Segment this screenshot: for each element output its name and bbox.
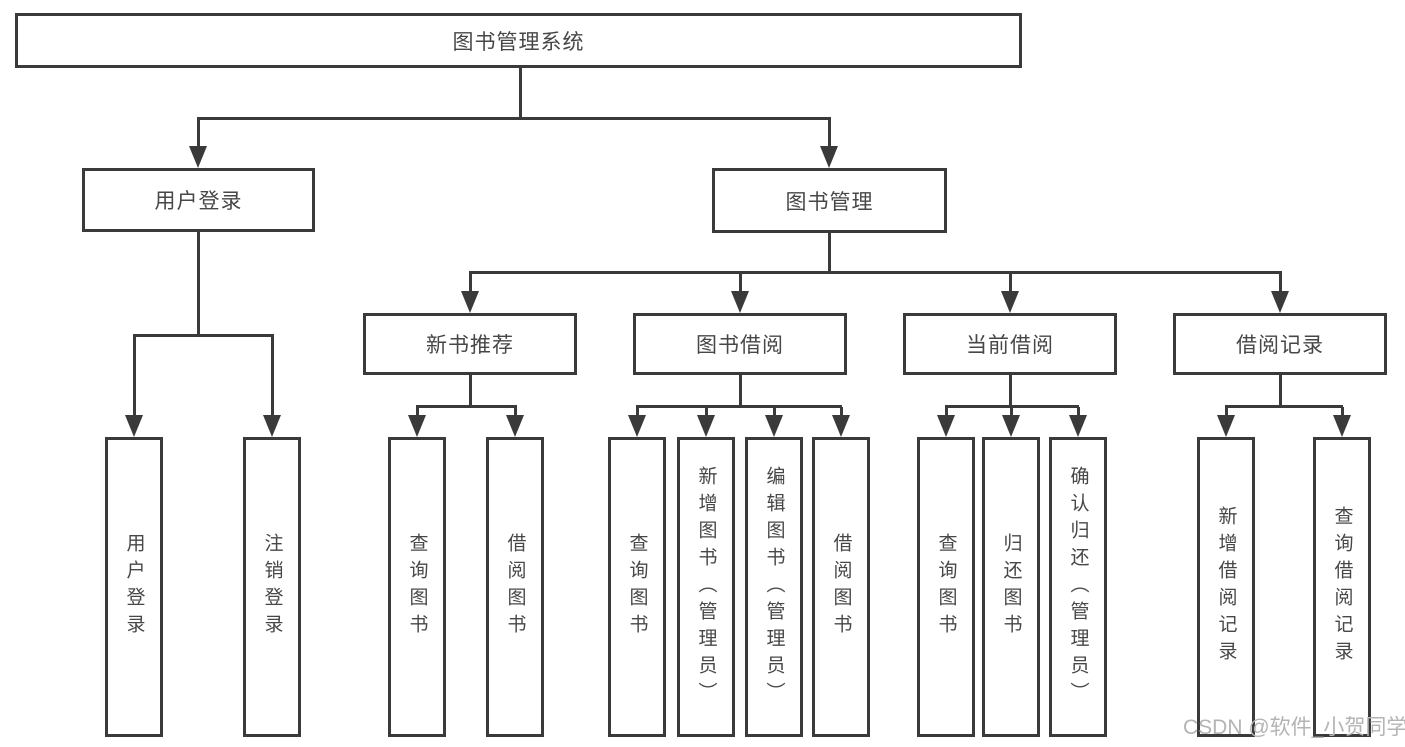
leaf-edit-books-admin: 编辑图书（管理员） <box>745 437 803 737</box>
connector-vline <box>416 407 419 417</box>
arrowhead-down <box>628 415 646 437</box>
node-new-book-recommend-label: 新书推荐 <box>426 334 514 357</box>
leaf-query-books-3: 查询图书 <box>917 437 975 737</box>
connector-vline <box>1279 375 1282 408</box>
csdn-watermark: CSDN @软件_小贺同学 <box>1183 716 1405 739</box>
connector-vline <box>739 274 742 292</box>
arrowhead-down <box>263 415 281 437</box>
node-user-login-label: 用户登录 <box>154 190 243 213</box>
arrowhead-down <box>832 415 850 437</box>
connector-vline <box>773 407 776 417</box>
connector-vline <box>1225 407 1228 417</box>
leaf-label: 新增图书（管理员） <box>695 465 717 709</box>
arrowhead-down <box>697 415 715 437</box>
arrowhead-down <box>1271 291 1289 313</box>
connector-hline <box>469 271 1282 274</box>
leaf-label: 查询图书 <box>406 533 428 641</box>
arrowhead-down <box>820 146 838 168</box>
leaf-label: 编辑图书（管理员） <box>763 465 785 709</box>
connector-vline <box>469 375 472 408</box>
connector-vline <box>1010 407 1013 417</box>
connector-vline <box>945 407 948 417</box>
leaf-label: 注销登录 <box>261 533 283 641</box>
connector-vline <box>519 68 522 119</box>
connector-vline <box>636 407 639 417</box>
connector-vline <box>271 336 274 416</box>
arrowhead-down <box>1001 291 1019 313</box>
leaf-user-login: 用户登录 <box>105 437 163 737</box>
node-new-book-recommend: 新书推荐 <box>363 313 577 375</box>
arrowhead-down <box>1333 415 1351 437</box>
connector-vline <box>828 119 831 148</box>
leaf-label: 查询图书 <box>626 533 648 641</box>
node-book-borrow: 图书借阅 <box>633 313 847 375</box>
arrowhead-down <box>1069 415 1087 437</box>
node-book-management: 图书管理 <box>712 168 947 233</box>
connector-vline <box>705 407 708 417</box>
leaf-query-books-2: 查询图书 <box>608 437 666 737</box>
arrowhead-down <box>189 146 207 168</box>
leaf-add-borrow-record: 新增借阅记录 <box>1197 437 1255 737</box>
leaf-label: 借阅图书 <box>504 533 526 641</box>
connector-vline <box>197 119 200 148</box>
arrowhead-down <box>408 415 426 437</box>
connector-hline <box>1225 405 1343 408</box>
leaf-label: 新增借阅记录 <box>1215 506 1237 668</box>
node-book-borrow-label: 图书借阅 <box>696 334 784 357</box>
connector-vline <box>739 375 742 408</box>
leaf-query-borrow-record: 查询借阅记录 <box>1313 437 1371 737</box>
connector-vline <box>1279 274 1282 292</box>
connector-hline <box>945 405 1079 408</box>
connector-hline <box>636 405 842 408</box>
leaf-label: 归还图书 <box>1000 533 1022 641</box>
node-user-login: 用户登录 <box>82 168 315 232</box>
connector-hline <box>133 334 274 337</box>
arrowhead-down <box>765 415 783 437</box>
leaf-label: 确认归还（管理员） <box>1067 465 1089 709</box>
connector-vline <box>1077 407 1080 417</box>
leaf-return-books: 归还图书 <box>982 437 1040 737</box>
connector-vline <box>1009 375 1012 408</box>
leaf-borrow-books-2: 借阅图书 <box>812 437 870 737</box>
arrowhead-down <box>506 415 524 437</box>
connector-vline <box>1341 407 1344 417</box>
leaf-label: 借阅图书 <box>830 533 852 641</box>
arrowhead-down <box>1217 415 1235 437</box>
connector-hline <box>416 405 517 408</box>
connector-vline <box>828 232 831 274</box>
leaf-label: 用户登录 <box>123 533 145 641</box>
connector-vline <box>1009 274 1012 292</box>
node-root: 图书管理系统 <box>15 13 1022 68</box>
connector-hline <box>197 117 831 120</box>
connector-vline <box>840 407 843 417</box>
leaf-label: 查询借阅记录 <box>1331 506 1353 668</box>
connector-vline <box>514 407 517 417</box>
arrowhead-down <box>937 415 955 437</box>
leaf-confirm-return-admin: 确认归还（管理员） <box>1049 437 1107 737</box>
connector-vline <box>133 336 136 416</box>
connector-vline <box>197 232 200 336</box>
arrowhead-down <box>125 415 143 437</box>
leaf-label: 查询图书 <box>935 533 957 641</box>
leaf-logout: 注销登录 <box>243 437 301 737</box>
node-current-borrow-label: 当前借阅 <box>966 334 1054 357</box>
node-borrow-record-label: 借阅记录 <box>1236 334 1324 357</box>
node-current-borrow: 当前借阅 <box>903 313 1117 375</box>
node-root-label: 图书管理系统 <box>452 30 585 54</box>
connector-vline <box>469 274 472 292</box>
arrowhead-down <box>1002 415 1020 437</box>
node-borrow-record: 借阅记录 <box>1173 313 1387 375</box>
arrowhead-down <box>461 291 479 313</box>
leaf-borrow-books-1: 借阅图书 <box>486 437 544 737</box>
leaf-query-books-1: 查询图书 <box>388 437 446 737</box>
leaf-add-books-admin: 新增图书（管理员） <box>677 437 735 737</box>
node-book-management-label: 图书管理 <box>785 190 874 214</box>
arrowhead-down <box>731 291 749 313</box>
